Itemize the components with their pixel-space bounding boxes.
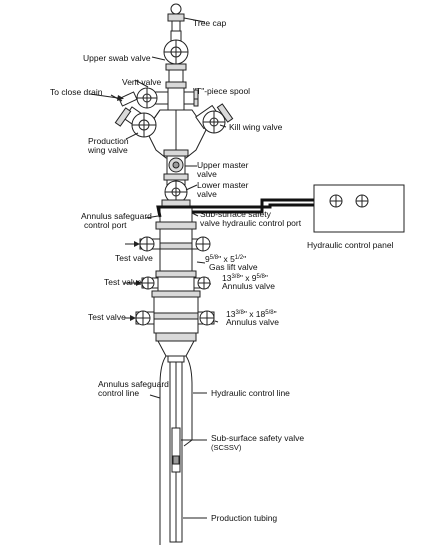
label-to-close-drain: To close drain [50, 87, 103, 97]
label-annulus-size-1: 133/8" x 95/8" [222, 273, 268, 283]
leader-lines [125, 56, 227, 519]
label-annulus-valve-1: Annulus valve [222, 281, 275, 291]
label-annulus-safeguard-port-1: Annulus safeguard [81, 211, 152, 221]
kill-wing-valve [195, 103, 234, 134]
label-scssv-2: (SCSSV) [211, 443, 242, 452]
label-annulus-safeguard-line-2: control line [98, 388, 140, 398]
label-production-wing-valve-1: Production [88, 136, 129, 146]
label-sssv-hydraulic-port-1: Sub-surface safety [200, 209, 271, 219]
close-drain-arrow [89, 93, 124, 101]
label-lower-master-valve-2: valve [197, 189, 217, 199]
label-hydraulic-control-line: Hydraulic control line [211, 388, 290, 398]
casing-head-lower [124, 296, 215, 342]
label-vent-valve: Vent valve [122, 77, 162, 87]
label-upper-master-valve-1: Upper master [197, 160, 249, 170]
production-wing-valve [114, 106, 157, 138]
production-tubing [169, 361, 183, 543]
label-annulus-valve-2: Annulus valve [226, 317, 279, 327]
label-annulus-safeguard-line-1: Annulus safeguard [98, 379, 169, 389]
label-hydraulic-control-panel: Hydraulic control panel [307, 240, 394, 250]
label-test-valve-1: Test valve [115, 253, 153, 263]
label-test-valve-3: Test valve [88, 312, 126, 322]
conductor-taper [157, 340, 195, 363]
hydraulic-control-line [183, 355, 193, 447]
tree-cap [167, 3, 206, 32]
label-t-piece-spool: "T"-piece spool [193, 86, 251, 96]
label-annulus-size-2: 133/8" x 185/8" [226, 309, 277, 319]
upper-master-valve [163, 149, 189, 181]
label-production-wing-valve-2: wing valve [88, 145, 128, 155]
label-scssv-1: Sub-surface safety valve [211, 433, 305, 443]
hydraulic-control-panel [313, 184, 405, 233]
tubing-spool-upper [125, 236, 211, 278]
casing-spool-middle [124, 276, 211, 298]
annulus-safeguard-line-to-panel [156, 203, 314, 218]
label-upper-master-valve-2: valve [197, 169, 217, 179]
label-test-valve-2: Test valve [104, 277, 142, 287]
label-kill-wing-valve: Kill wing valve [229, 122, 283, 132]
lower-master-valve [161, 179, 191, 209]
label-upper-swab-valve: Upper swab valve [83, 53, 151, 63]
label-lower-master-valve-1: Lower master [197, 180, 249, 190]
label-sssv-hydraulic-port-2: valve hydraulic control port [200, 218, 302, 228]
label-tree-cap: Tree cap [193, 18, 227, 28]
label-production-tubing: Production tubing [211, 513, 278, 523]
label-annulus-safeguard-port-2: control port [84, 220, 127, 230]
upper-swab-valve [163, 30, 189, 89]
label-gas-lift-size: 95/8" x 51/2" [205, 254, 247, 264]
annulus-safeguard-control-line [159, 355, 167, 545]
label-gas-lift-valve: Gas lift valve [209, 262, 258, 272]
tubing-head-adapter [155, 207, 197, 250]
